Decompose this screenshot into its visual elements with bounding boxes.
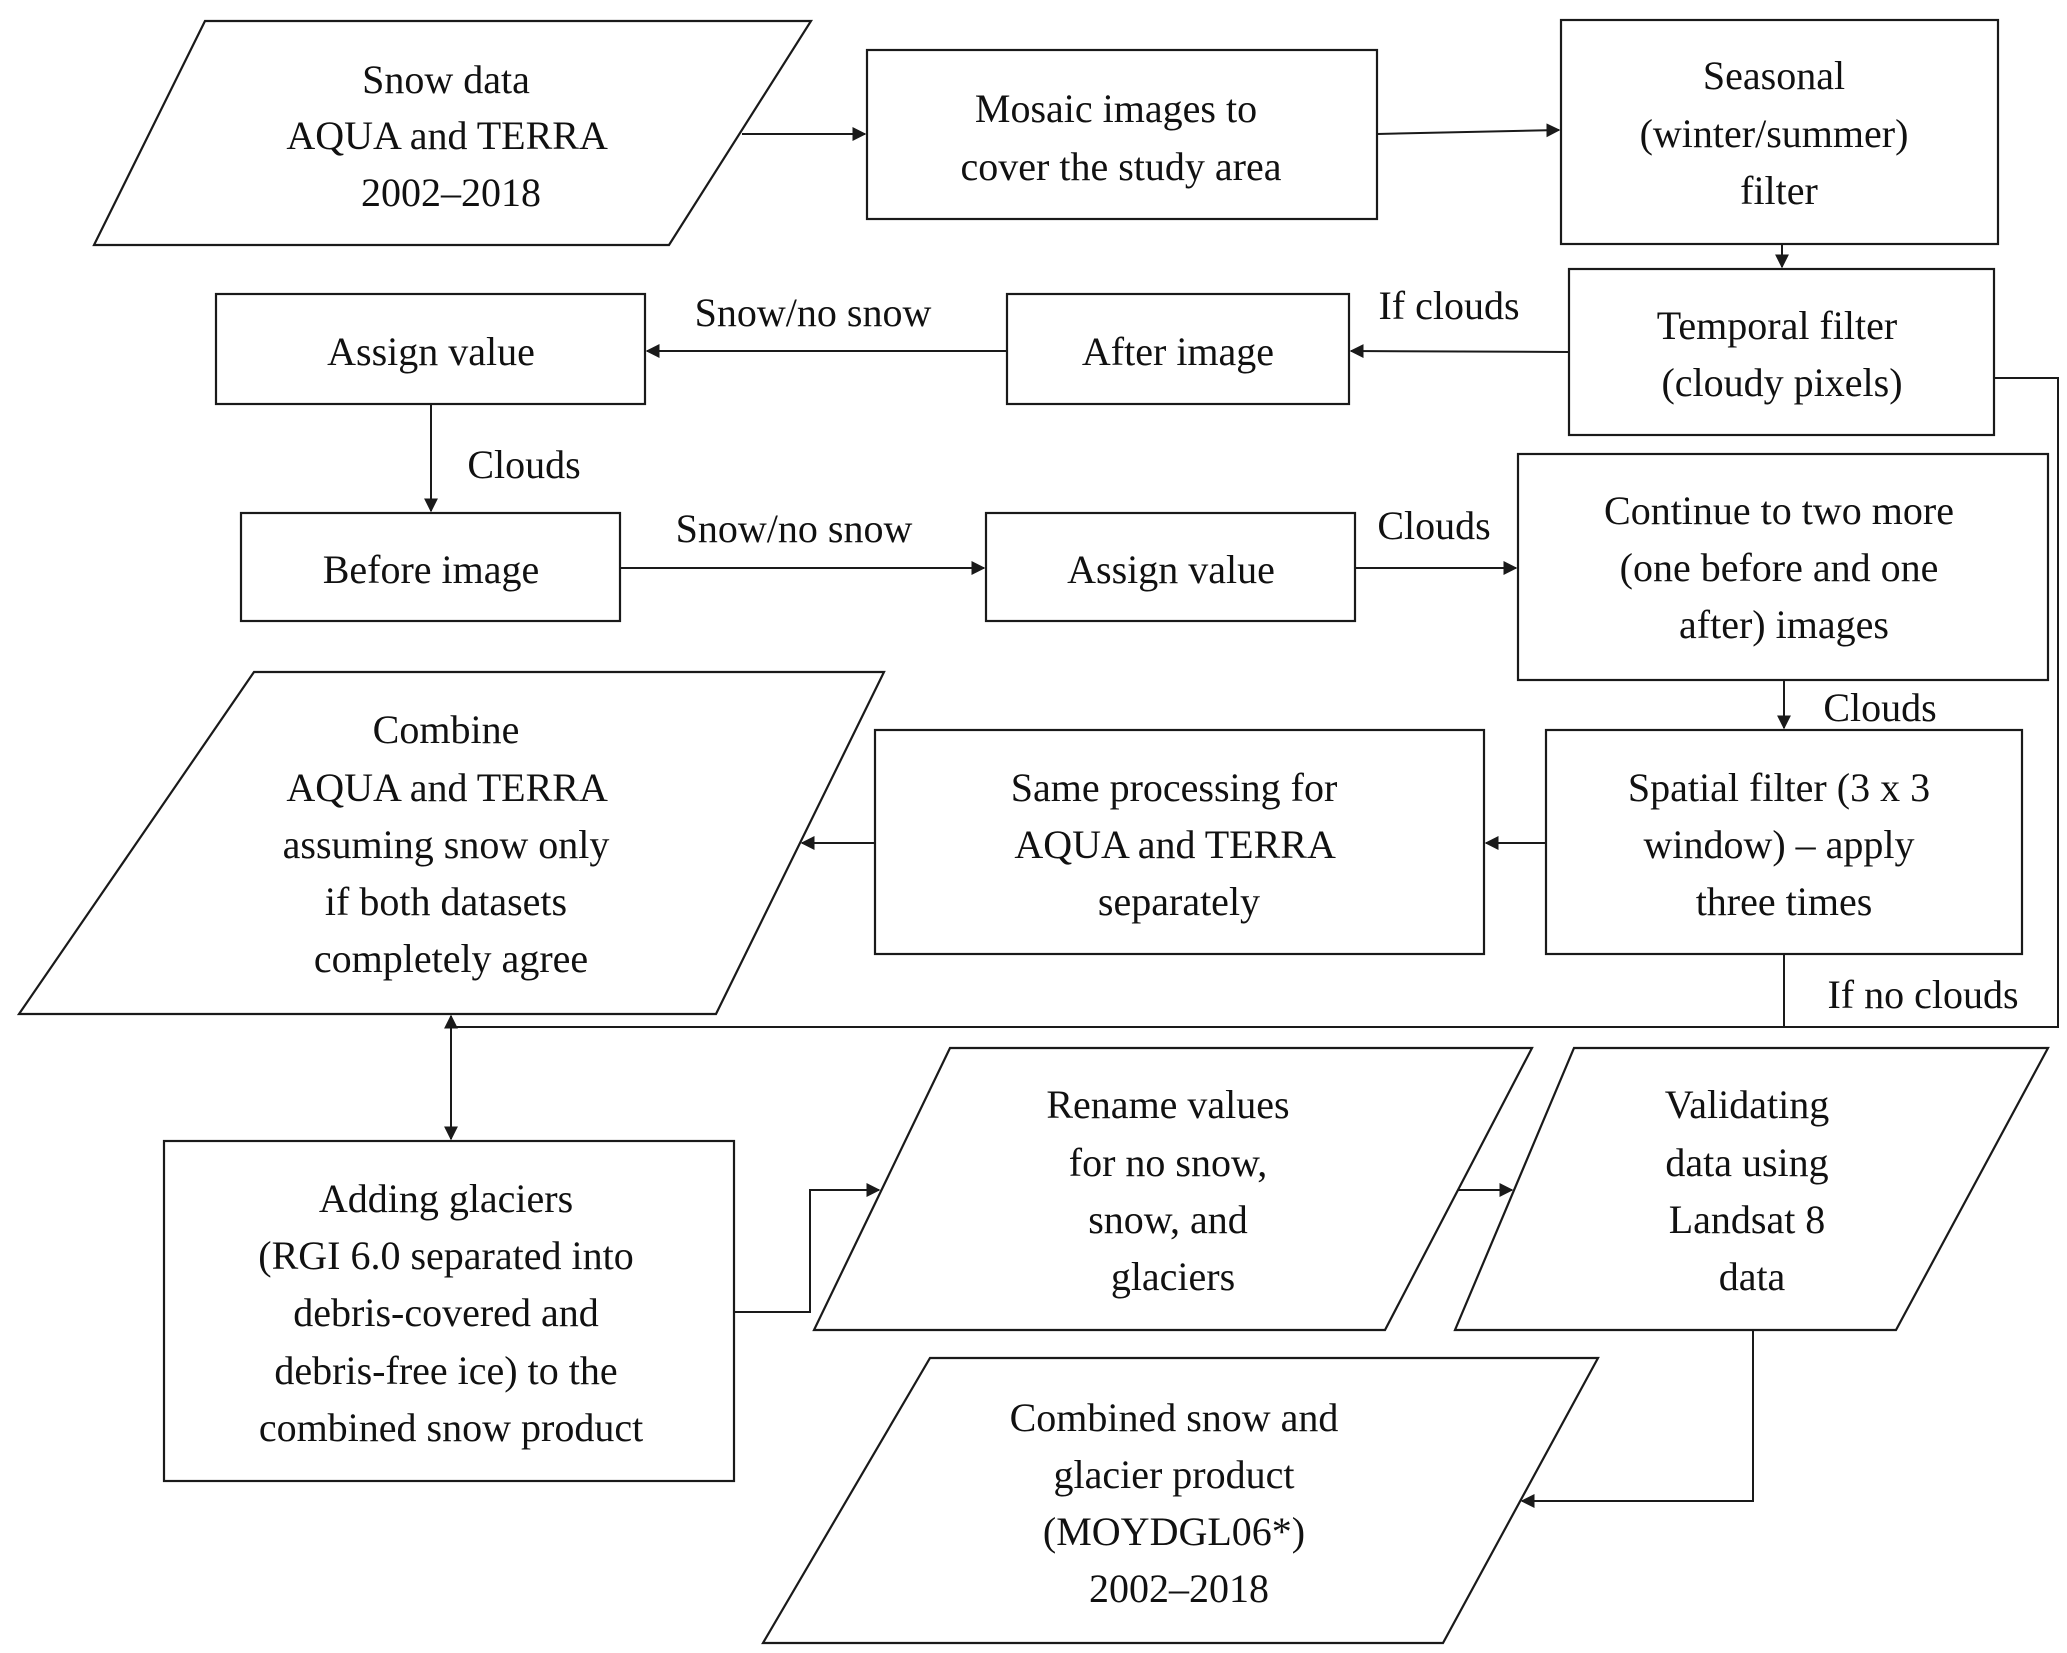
node-text: After image: [1082, 329, 1274, 374]
node-continue-two-more: Continue to two more (one before and one…: [1516, 452, 2050, 682]
label-clouds-continue-spatial: Clouds: [1823, 685, 1936, 730]
node-text: Mosaic images to cover the study area: [961, 86, 1282, 189]
node-text: Spatial filter (3 x 3 window) – apply th…: [1628, 765, 1940, 924]
node-rename-values: Rename values for no snow, snow, and gla…: [812, 1046, 1534, 1332]
parallelogram-shape: [16, 670, 886, 1016]
node-adding-glaciers: Adding glaciers (RGI 6.0 separated into …: [162, 1139, 736, 1483]
edge-validating-to-combined-product: [1520, 1330, 1754, 1508]
label-clouds-assign-continue: Clouds: [1377, 503, 1490, 548]
rectangle-shape: [873, 728, 1486, 956]
node-text: Combine AQUA and TERRA assuming snow onl…: [283, 707, 620, 981]
edge-adding-glaciers-to-rename: [734, 1183, 881, 1313]
label-if-clouds: If clouds: [1378, 283, 1519, 328]
rectangle-shape: [1516, 452, 2050, 682]
label-clouds-assign-before: Clouds: [467, 442, 580, 487]
node-text: Rename values for no snow, snow, and gla…: [1046, 1082, 1299, 1299]
node-text: Validating data using Landsat 8 data: [1665, 1082, 1839, 1299]
parallelogram-shape: [1453, 1046, 2050, 1332]
node-before-image: Before image: [239, 511, 622, 623]
node-text: Assign value: [327, 329, 535, 374]
label-snow-no-snow-after: Snow/no snow: [695, 290, 932, 335]
edge-temporal-to-after-image: [1349, 344, 1570, 359]
node-combined-product: Combined snow and glacier product (MOYDG…: [761, 1356, 1600, 1645]
label-snow-no-snow-before: Snow/no snow: [676, 506, 913, 551]
parallelogram-shape: [812, 1046, 1534, 1332]
label-if-no-clouds: If no clouds: [1827, 972, 2018, 1017]
node-text: Continue to two more (one before and one…: [1604, 488, 1964, 647]
node-text: Temporal filter (cloudy pixels): [1657, 303, 1907, 405]
node-after-image: After image: [1005, 292, 1351, 406]
node-validating: Validating data using Landsat 8 data: [1453, 1046, 2050, 1332]
node-mosaic: Mosaic images to cover the study area: [865, 48, 1379, 221]
node-snow-data: Snow data AQUA and TERRA 2002–2018: [92, 19, 813, 247]
rectangle-shape: [1559, 18, 2000, 246]
rectangle-shape: [984, 511, 1357, 623]
rectangle-shape: [1544, 728, 2024, 956]
node-seasonal-filter: Seasonal (winter/summer) filter: [1559, 18, 2000, 246]
node-text: Assign value: [1067, 547, 1275, 592]
edge-temporal-no-clouds-loop: [451, 377, 2059, 1028]
node-assign-value-2: Assign value: [984, 511, 1357, 623]
node-combine: Combine AQUA and TERRA assuming snow onl…: [16, 670, 886, 1016]
node-text: Before image: [323, 547, 540, 592]
node-text: Adding glaciers (RGI 6.0 separated into …: [258, 1176, 643, 1450]
rectangle-shape: [1567, 267, 1996, 437]
edge-labels: If clouds Snow/no snow Clouds Snow/no sn…: [467, 283, 2018, 1017]
node-spatial-filter: Spatial filter (3 x 3 window) – apply th…: [1544, 728, 2024, 956]
rectangle-shape: [214, 292, 647, 406]
node-text: Snow data AQUA and TERRA 2002–2018: [286, 57, 615, 215]
node-text: Seasonal (winter/summer) filter: [1640, 53, 1919, 213]
parallelogram-shape: [761, 1356, 1600, 1645]
rectangle-shape: [162, 1139, 736, 1483]
node-same-processing: Same processing for AQUA and TERRA separ…: [873, 728, 1486, 956]
rectangle-shape: [239, 511, 622, 623]
rectangle-shape: [1005, 292, 1351, 406]
node-text: Same processing for AQUA and TERRA separ…: [1011, 765, 1348, 924]
parallelogram-shape: [92, 19, 813, 247]
edges: [424, 123, 2059, 1508]
rectangle-shape: [865, 48, 1379, 221]
node-text: Combined snow and glacier product (MOYDG…: [1010, 1395, 1349, 1611]
node-temporal-filter: Temporal filter (cloudy pixels): [1567, 267, 1996, 437]
edge-mosaic-to-seasonal: [1376, 123, 1561, 138]
node-assign-value-1: Assign value: [214, 292, 647, 406]
